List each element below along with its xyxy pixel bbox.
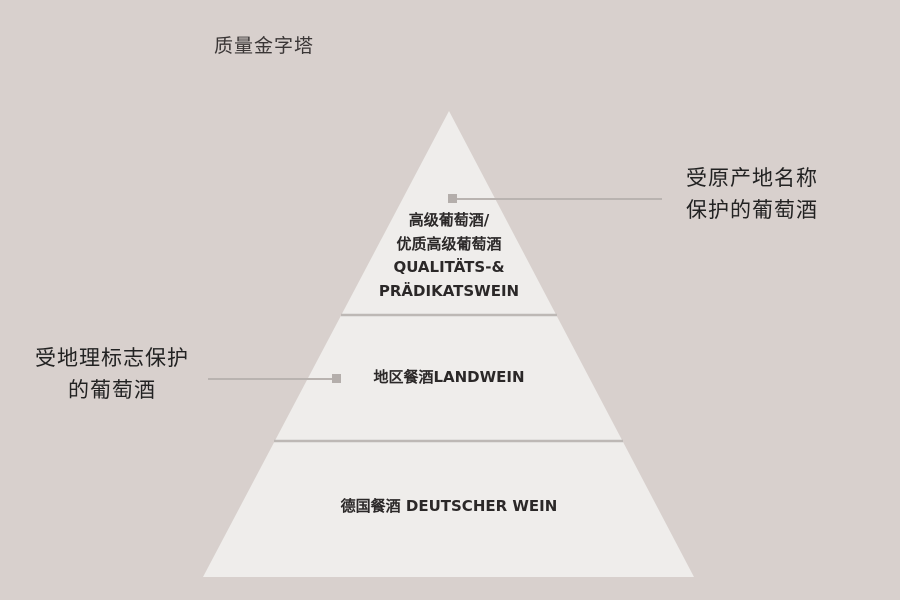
tier-middle-label: 地区餐酒LANDWEIN (373, 368, 525, 386)
connector-marker-left (332, 374, 341, 383)
tier-top-line-3: QUALITÄTS-& (393, 258, 505, 276)
callout-right-line-1: 受原产地名称 (686, 166, 818, 190)
diagram-title: 质量金字塔 (214, 35, 315, 57)
callout-left-line-2: 的葡萄酒 (68, 378, 156, 402)
callout-left-line-1: 受地理标志保护 (35, 346, 189, 370)
callout-right: 受原产地名称 保护的葡萄酒 (672, 162, 832, 226)
pyramid-shape (203, 111, 694, 577)
tier-top-line-4: PRÄDIKATSWEIN (378, 281, 520, 300)
callout-left: 受地理标志保护 的葡萄酒 (22, 342, 202, 406)
tier-bottom-label: 德国餐酒 DEUTSCHER WEIN (340, 497, 558, 515)
connector-marker-right (448, 194, 457, 203)
tier-top-label: 高级葡萄酒/ 优质高级葡萄酒 QUALITÄTS-& PRÄDIKATSWEIN (349, 209, 549, 303)
callout-right-line-2: 保护的葡萄酒 (686, 198, 818, 222)
tier-top-line-1: 高级葡萄酒/ (408, 211, 490, 229)
tier-top-line-2: 优质高级葡萄酒 (396, 234, 502, 253)
